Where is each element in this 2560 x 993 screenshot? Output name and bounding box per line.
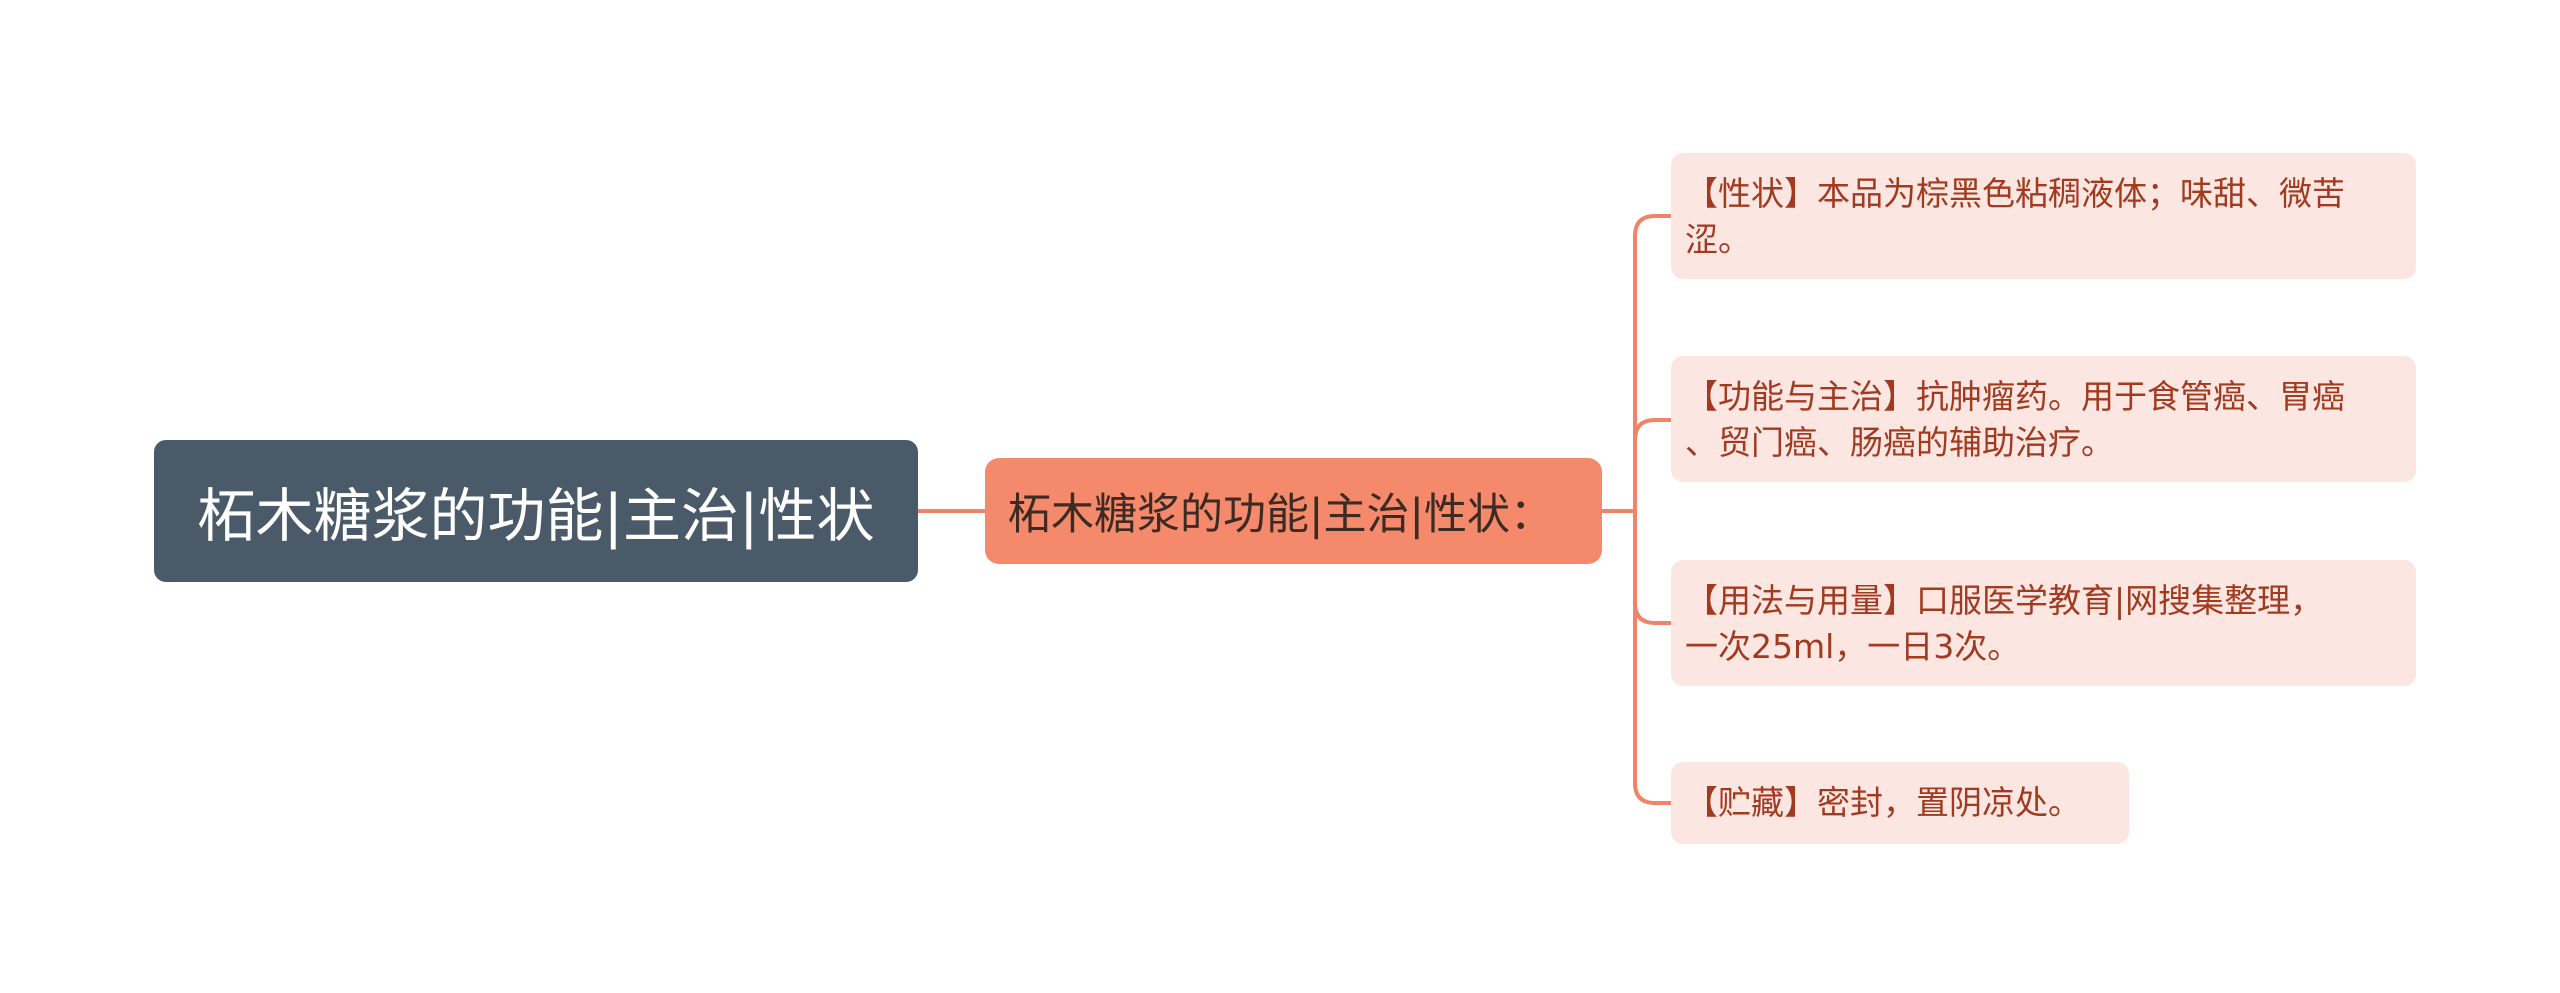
leaf-storage-line-1: 【贮藏】密封，置阴凉处。: [1685, 783, 2081, 822]
root-topic-node[interactable]: 柘木糖浆的功能|主治|性状: [154, 440, 918, 582]
leaf-dosage-line-1: 【用法与用量】口服医学教育|网搜集整理，: [1685, 581, 2324, 620]
leaf-properties-line-2: 涩。: [1685, 220, 1751, 259]
leaf-functions-line-1: 【功能与主治】抗肿瘤药。用于食管癌、胃癌: [1685, 377, 2345, 416]
leaf-dosage-line-2: 一次25ml，一日3次。: [1685, 627, 2021, 666]
trunk-to-leaf-3-connector: [1633, 511, 1671, 625]
trunk-to-leaf-2-connector: [1633, 418, 1671, 511]
trunk-to-leaf-1-connector: [1633, 214, 1671, 511]
branch-topic-label: 柘木糖浆的功能|主治|性状：: [1008, 490, 1553, 540]
trunk-to-leaf-4-connector: [1633, 511, 1671, 805]
leaf-node-dosage[interactable]: 【用法与用量】口服医学教育|网搜集整理， 一次25ml，一日3次。: [1671, 560, 2416, 686]
leaf-node-functions[interactable]: 【功能与主治】抗肿瘤药。用于食管癌、胃癌 、贸门癌、肠癌的辅助治疗。: [1671, 356, 2416, 482]
leaf-node-storage[interactable]: 【贮藏】密封，置阴凉处。: [1671, 762, 2129, 844]
leaf-node-properties[interactable]: 【性状】本品为棕黑色粘稠液体；味甜、微苦 涩。: [1671, 153, 2416, 279]
root-topic-label: 柘木糖浆的功能|主治|性状: [197, 482, 875, 550]
leaf-properties-line-1: 【性状】本品为棕黑色粘稠液体；味甜、微苦: [1685, 174, 2345, 213]
branch-topic-node[interactable]: 柘木糖浆的功能|主治|性状：: [985, 458, 1602, 564]
leaf-functions-line-2: 、贸门癌、肠癌的辅助治疗。: [1685, 423, 2114, 462]
